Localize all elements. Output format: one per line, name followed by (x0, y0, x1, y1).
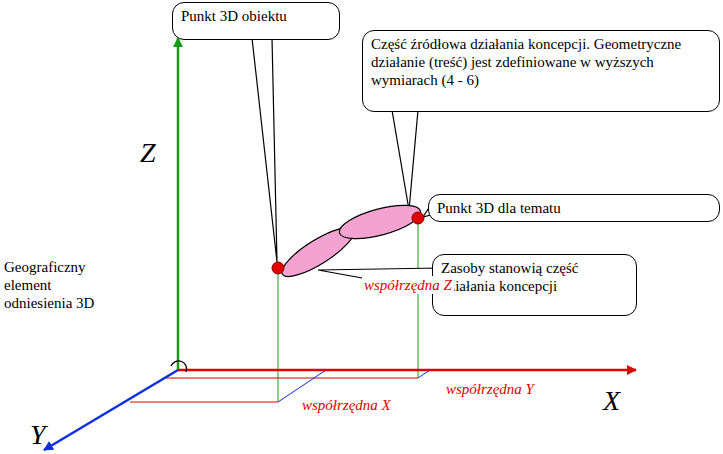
callout-text: Zasoby stanowią część działania koncepcj… (441, 259, 628, 295)
callout-text: Część źródłowa działania koncepcji. Geom… (371, 35, 711, 89)
x-axis (178, 369, 636, 372)
axis-letter: Y (30, 418, 46, 452)
z-projection (278, 270, 279, 402)
axis-letter: X (603, 384, 620, 418)
coordinate-label: współrzędna X (300, 396, 393, 414)
coordinate-label: współrzędna Z (362, 276, 454, 294)
topic-point (412, 212, 424, 224)
concept-lobe (336, 199, 424, 246)
object-point (272, 262, 284, 274)
axis-letter: Z (140, 136, 156, 170)
callout-box: Zasoby stanowią część działania koncepcj… (432, 254, 637, 316)
z-axis (177, 38, 180, 370)
z-projection (418, 220, 419, 378)
callout-box: Punkt 3D dla tematu (428, 194, 720, 222)
y-axis (44, 370, 178, 450)
callout-text: Punkt 3D obiektu (181, 7, 331, 25)
coordinate-label: współrzędna Y (444, 380, 536, 398)
callout-text: Punkt 3D dla tematu (437, 199, 711, 217)
callout-tail (392, 110, 418, 210)
x-projection (166, 378, 418, 379)
x-projection (130, 402, 278, 403)
callout-box: Część źródłowa działania koncepcji. Geom… (362, 30, 720, 112)
callout-box: Punkt 3D obiektu (172, 2, 340, 40)
origin-symbol (171, 361, 187, 372)
reference-label: Geograficzny element odniesienia 3D (4, 258, 119, 312)
callout-tail (252, 38, 277, 262)
